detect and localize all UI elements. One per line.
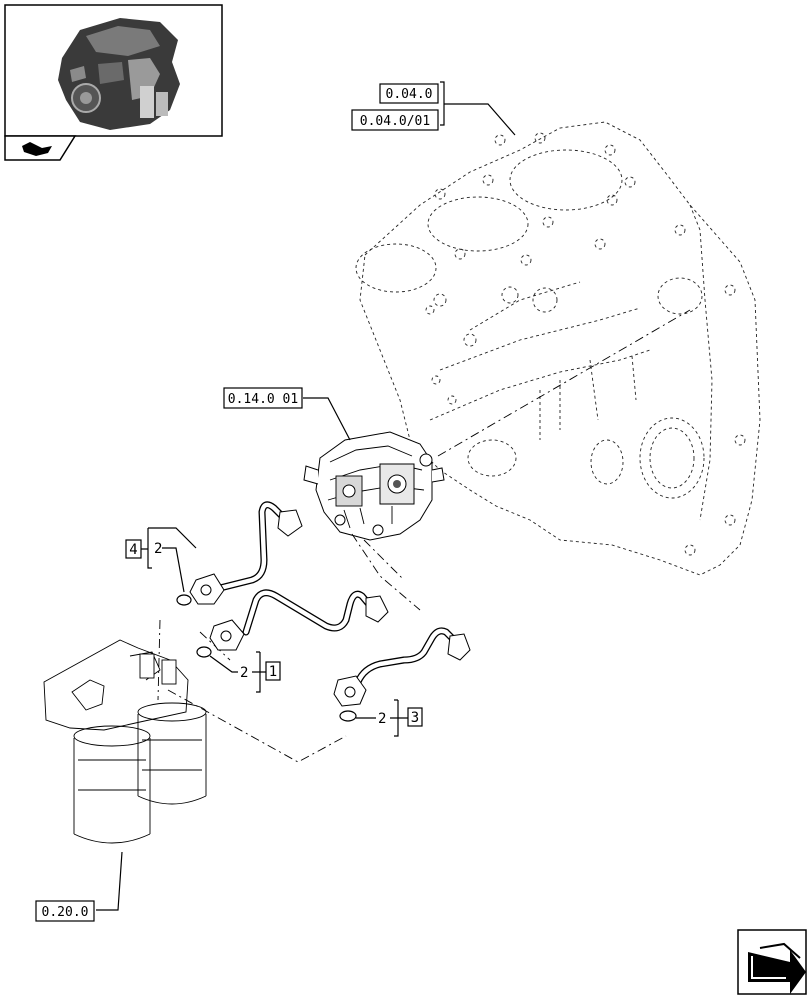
o-ring-1 <box>196 646 212 658</box>
engine-thumbnail-icon[interactable] <box>4 4 223 137</box>
fuel-filter <box>43 639 207 844</box>
fuel-pipe-4[interactable] <box>189 501 303 605</box>
fuel-pipe-1[interactable] <box>209 589 389 651</box>
svg-text:0.20.0: 0.20.0 <box>42 905 89 920</box>
svg-text:0.14.0 01: 0.14.0 01 <box>228 392 298 407</box>
ref-engine-block-primary[interactable]: 0.04.0 <box>379 83 439 104</box>
svg-text:3: 3 <box>411 710 419 726</box>
fuel-pipe-3[interactable] <box>333 627 471 707</box>
book-arrow-icon[interactable] <box>4 135 77 161</box>
callout-item-1[interactable]: 1 <box>265 661 281 681</box>
callout-part-2-pipe-3: 2 <box>378 711 386 727</box>
callout-item-3[interactable]: 3 <box>407 707 423 727</box>
engine-block-ghost <box>355 121 761 576</box>
svg-text:0.04.0/01: 0.04.0/01 <box>360 114 430 129</box>
injection-pump <box>303 431 445 541</box>
o-ring-4 <box>176 594 192 606</box>
svg-text:0.04.0: 0.04.0 <box>386 87 433 102</box>
ref-engine-block-secondary[interactable]: 0.04.0/01 <box>351 109 439 131</box>
ref-injection-pump[interactable]: 0.14.0 01 <box>223 387 303 409</box>
callout-part-2-pipe-1: 2 <box>240 665 248 681</box>
ref-fuel-filter[interactable]: 0.20.0 <box>35 900 95 922</box>
callout-part-2-pipe-4: 2 <box>154 541 162 557</box>
callout-item-4[interactable]: 4 <box>125 539 142 559</box>
next-page-arrow-icon[interactable] <box>737 929 807 995</box>
svg-text:4: 4 <box>129 542 137 558</box>
o-ring-3 <box>339 710 357 722</box>
svg-text:1: 1 <box>269 664 277 680</box>
